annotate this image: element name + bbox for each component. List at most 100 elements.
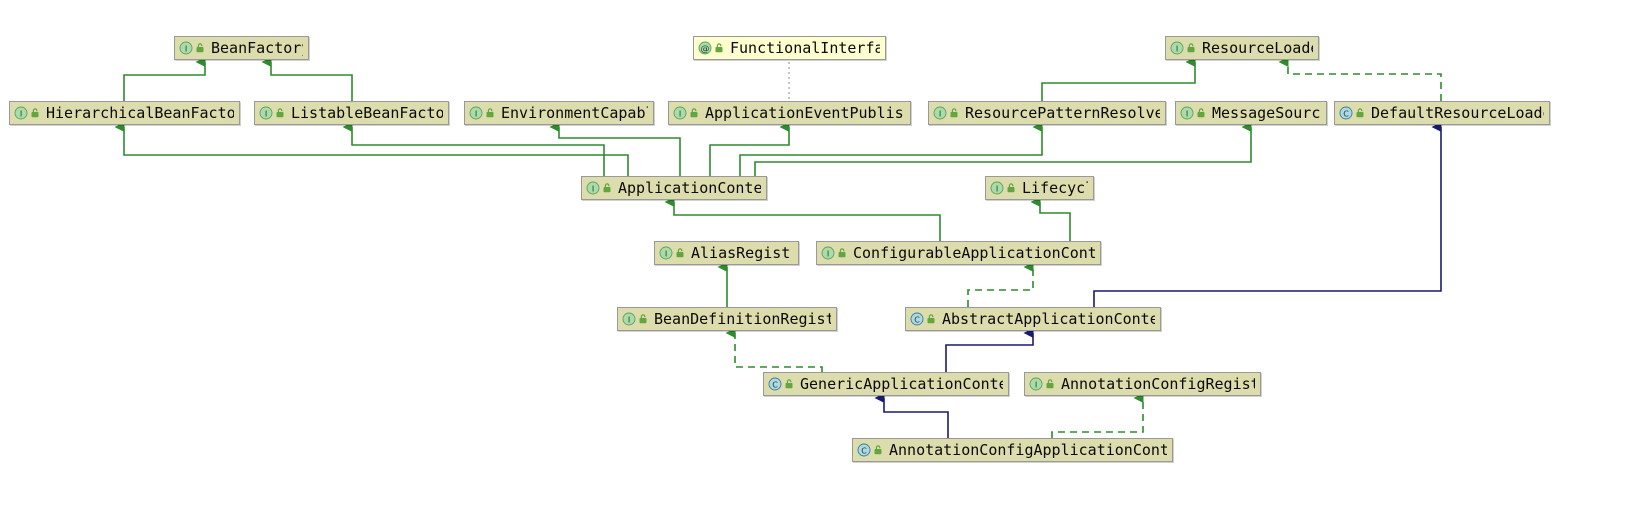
edge-resourcepatternresolver-resourceloader <box>1041 57 1196 101</box>
class-marker-icon: C <box>768 377 782 391</box>
class-node-label: BeanDefinitionRegistry <box>654 311 831 327</box>
public-visibility-icon <box>276 108 284 118</box>
svg-text:I: I <box>679 109 681 118</box>
edge-applicationcontext-resourcepatternresolver <box>739 122 1043 176</box>
class-node-beandefinitionregistry[interactable]: I BeanDefinitionRegistry <box>617 307 837 331</box>
class-node-configurableapplicationcontext[interactable]: I ConfigurableApplicationContext <box>816 241 1101 265</box>
public-visibility-icon <box>196 43 204 53</box>
class-node-hierarchicalbeanfactory[interactable]: I HierarchicalBeanFactory <box>9 101 240 125</box>
class-node-label: ListableBeanFactory <box>291 105 443 121</box>
edge-configurableapplicationcontext-lifecycle <box>1030 197 1071 241</box>
class-node-listablebeanfactory[interactable]: I ListableBeanFactory <box>254 101 449 125</box>
class-node-label: Lifecycle <box>1022 180 1088 196</box>
class-node-genericapplicationcontext[interactable]: C GenericApplicationContext <box>763 372 1009 396</box>
svg-text:I: I <box>939 109 941 118</box>
class-node-aliasregistry[interactable]: IAliasRegistry <box>654 241 799 265</box>
svg-text:I: I <box>628 315 630 324</box>
class-node-defaultresourceloader[interactable]: C DefaultResourceLoader <box>1334 101 1550 125</box>
class-node-label: AnnotationConfigApplicationContext <box>889 442 1167 458</box>
interface-marker-icon: I <box>259 106 273 120</box>
svg-text:C: C <box>1343 109 1349 118</box>
class-node-label: ApplicationContext <box>618 180 761 196</box>
public-visibility-icon <box>838 248 846 258</box>
svg-text:C: C <box>914 315 920 324</box>
class-node-label: AbstractApplicationContext <box>942 311 1155 327</box>
interface-marker-icon: I <box>622 312 636 326</box>
class-node-lifecycle[interactable]: I Lifecycle <box>985 176 1094 200</box>
class-marker-icon: C <box>857 443 871 457</box>
public-visibility-icon <box>639 314 647 324</box>
class-node-applicationcontext[interactable]: I ApplicationContext <box>581 176 767 200</box>
class-node-label: GenericApplicationContext <box>800 376 1003 392</box>
public-visibility-icon <box>927 314 935 324</box>
interface-marker-icon: I <box>586 181 600 195</box>
edge-applicationcontext-applicationeventpublisher <box>709 122 790 176</box>
edge-listablebeanfactory-beanfactory <box>261 57 353 101</box>
interface-marker-icon: I <box>469 106 483 120</box>
edge-abstractapplicationcontext-configurableapplicationcontext <box>967 262 1034 307</box>
svg-text:I: I <box>1035 380 1037 389</box>
class-node-label: ApplicationEventPublisher <box>705 105 905 121</box>
svg-text:C: C <box>772 380 778 389</box>
public-visibility-icon <box>31 108 39 118</box>
class-node-label: DefaultResourceLoader <box>1371 105 1544 121</box>
edge-applicationcontext-listablebeanfactory <box>342 122 605 176</box>
public-visibility-icon <box>785 379 793 389</box>
interface-marker-icon: I <box>14 106 28 120</box>
public-visibility-icon <box>1046 379 1054 389</box>
class-node-messagesource[interactable]: I MessageSource <box>1175 101 1327 125</box>
edge-applicationcontext-environmentcapable <box>549 122 681 176</box>
svg-text:@: @ <box>701 44 710 54</box>
svg-text:C: C <box>861 446 867 455</box>
interface-marker-icon: I <box>179 41 193 55</box>
interface-marker-icon: I <box>1180 106 1194 120</box>
class-node-label: HierarchicalBeanFactory <box>46 105 234 121</box>
edge-annotationconfigapplicationcontext-annotationconfigregistry <box>1051 393 1144 438</box>
edge-abstractapplicationcontext-defaultresourceloader <box>1093 122 1442 307</box>
edge-annotationconfigapplicationcontext-genericapplicationcontext <box>874 393 949 438</box>
edge-applicationcontext-messagesource <box>754 122 1252 176</box>
edge-applicationcontext-hierarchicalbeanfactory <box>114 122 629 176</box>
class-node-annotationconfigapplicationcontext[interactable]: C AnnotationConfigApplicationContext <box>852 438 1173 462</box>
svg-text:I: I <box>475 109 477 118</box>
svg-text:I: I <box>185 44 187 53</box>
edge-hierarchicalbeanfactory-beanfactory <box>123 57 206 101</box>
class-node-abstractapplicationcontext[interactable]: C AbstractApplicationContext <box>905 307 1161 331</box>
public-visibility-icon <box>1197 108 1205 118</box>
svg-text:I: I <box>265 109 267 118</box>
interface-marker-icon: I <box>821 246 835 260</box>
class-node-label: ResourceLoader <box>1202 40 1313 56</box>
class-node-label: BeanFactory <box>211 40 303 56</box>
svg-text:I: I <box>1176 44 1178 53</box>
svg-text:I: I <box>20 109 22 118</box>
public-visibility-icon <box>1356 108 1364 118</box>
annotation-marker-icon: @ <box>698 41 712 55</box>
svg-text:I: I <box>827 249 829 258</box>
svg-text:I: I <box>996 184 998 193</box>
class-marker-icon: C <box>1339 106 1353 120</box>
class-marker-icon: C <box>910 312 924 326</box>
class-node-label: ConfigurableApplicationContext <box>853 245 1095 261</box>
svg-text:I: I <box>1186 109 1188 118</box>
class-node-annotationconfigregistry[interactable]: IAnnotationConfigRegistry <box>1024 372 1261 396</box>
class-node-resourceloader[interactable]: I ResourceLoader <box>1165 36 1319 60</box>
class-node-applicationeventpublisher[interactable]: I ApplicationEventPublisher <box>668 101 911 125</box>
public-visibility-icon <box>874 445 882 455</box>
class-node-functionalinterface[interactable]: @FunctionalInterface <box>693 36 886 60</box>
edge-defaultresourceloader-resourceloader <box>1278 57 1442 101</box>
svg-text:I: I <box>665 249 667 258</box>
public-visibility-icon <box>676 248 684 258</box>
edge-genericapplicationcontext-beandefinitionregistry <box>725 328 823 372</box>
svg-text:I: I <box>592 184 594 193</box>
interface-marker-icon: I <box>1029 377 1043 391</box>
public-visibility-icon <box>950 108 958 118</box>
public-visibility-icon <box>603 183 611 193</box>
class-node-label: MessageSource <box>1212 105 1321 121</box>
class-node-beanfactory[interactable]: I BeanFactory <box>174 36 309 60</box>
interface-marker-icon: I <box>1170 41 1184 55</box>
edge-configurableapplicationcontext-applicationcontext <box>664 197 941 241</box>
interface-marker-icon: I <box>659 246 673 260</box>
